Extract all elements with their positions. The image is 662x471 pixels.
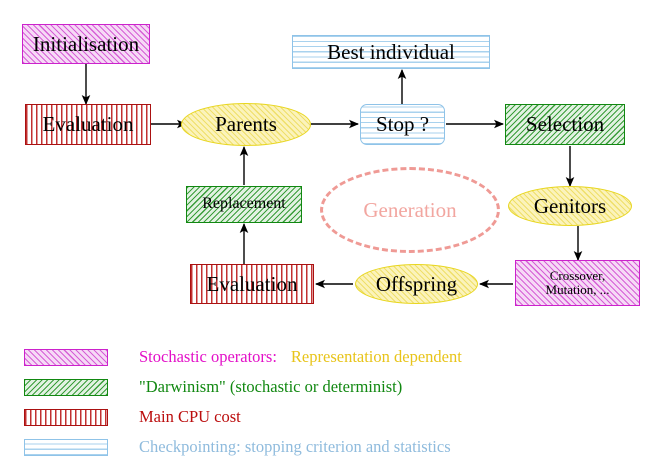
node-offspring[interactable]: Offspring [355,264,478,304]
legend-text-stochastic-operators: Stochastic operators: Representation depe… [139,347,462,367]
node-offspring-label: Offspring [375,271,458,296]
node-selection-label: Selection [525,112,605,137]
node-crossover-mutation[interactable]: Crossover, Mutation, ... [515,260,640,306]
node-stop[interactable]: Stop ? [360,104,445,145]
node-initialisation[interactable]: Initialisation [22,24,150,64]
legend-swatch-checkpointing [24,438,108,456]
node-best-individual-label: Best individual [327,39,455,64]
legend-row-darwinism: "Darwinism" (stochastic or determinist) [24,377,402,397]
legend-label-checkpointing: Checkpointing: stopping criterion and st… [139,437,451,456]
node-replacement[interactable]: Replacement [186,186,302,223]
node-genitors[interactable]: Genitors [508,186,632,226]
node-evaluation-bottom[interactable]: Evaluation [190,264,314,304]
legend-row-checkpointing: Checkpointing: stopping criterion and st… [24,437,451,457]
node-evaluation-bottom-label: Evaluation [206,271,298,296]
node-parents[interactable]: Parents [181,103,311,146]
legend-label-main-cpu-cost: Main CPU cost [139,407,241,426]
generation-label: Generation [363,197,457,222]
legend-row-main-cpu-cost: Main CPU cost [24,407,241,427]
generation-loop-annotation: Generation [320,167,500,253]
legend-swatch-main-cpu-cost [24,408,108,426]
node-initialisation-label: Initialisation [32,31,140,56]
legend-label-stochastic-operators: Stochastic operators: [139,347,277,366]
node-best-individual[interactable]: Best individual [292,35,490,69]
node-replacement-label: Replacement [202,195,286,213]
node-evaluation-top[interactable]: Evaluation [25,104,151,145]
node-stop-label: Stop ? [375,112,430,137]
node-selection[interactable]: Selection [505,104,625,145]
node-parents-label: Parents [215,112,277,137]
legend-row-stochastic-operators: Stochastic operators: Representation depe… [24,347,462,367]
node-evaluation-top-label: Evaluation [42,112,134,137]
legend-label-representation-dependent: Representation dependent [290,347,462,366]
node-genitors-label: Genitors [533,193,607,218]
legend-label-darwinism: "Darwinism" (stochastic or determinist) [139,377,403,396]
legend-swatch-stochastic-operators [24,348,108,366]
legend-swatch-darwinism [24,378,108,396]
node-crossover-mutation-label: Crossover, Mutation, ... [545,268,610,297]
